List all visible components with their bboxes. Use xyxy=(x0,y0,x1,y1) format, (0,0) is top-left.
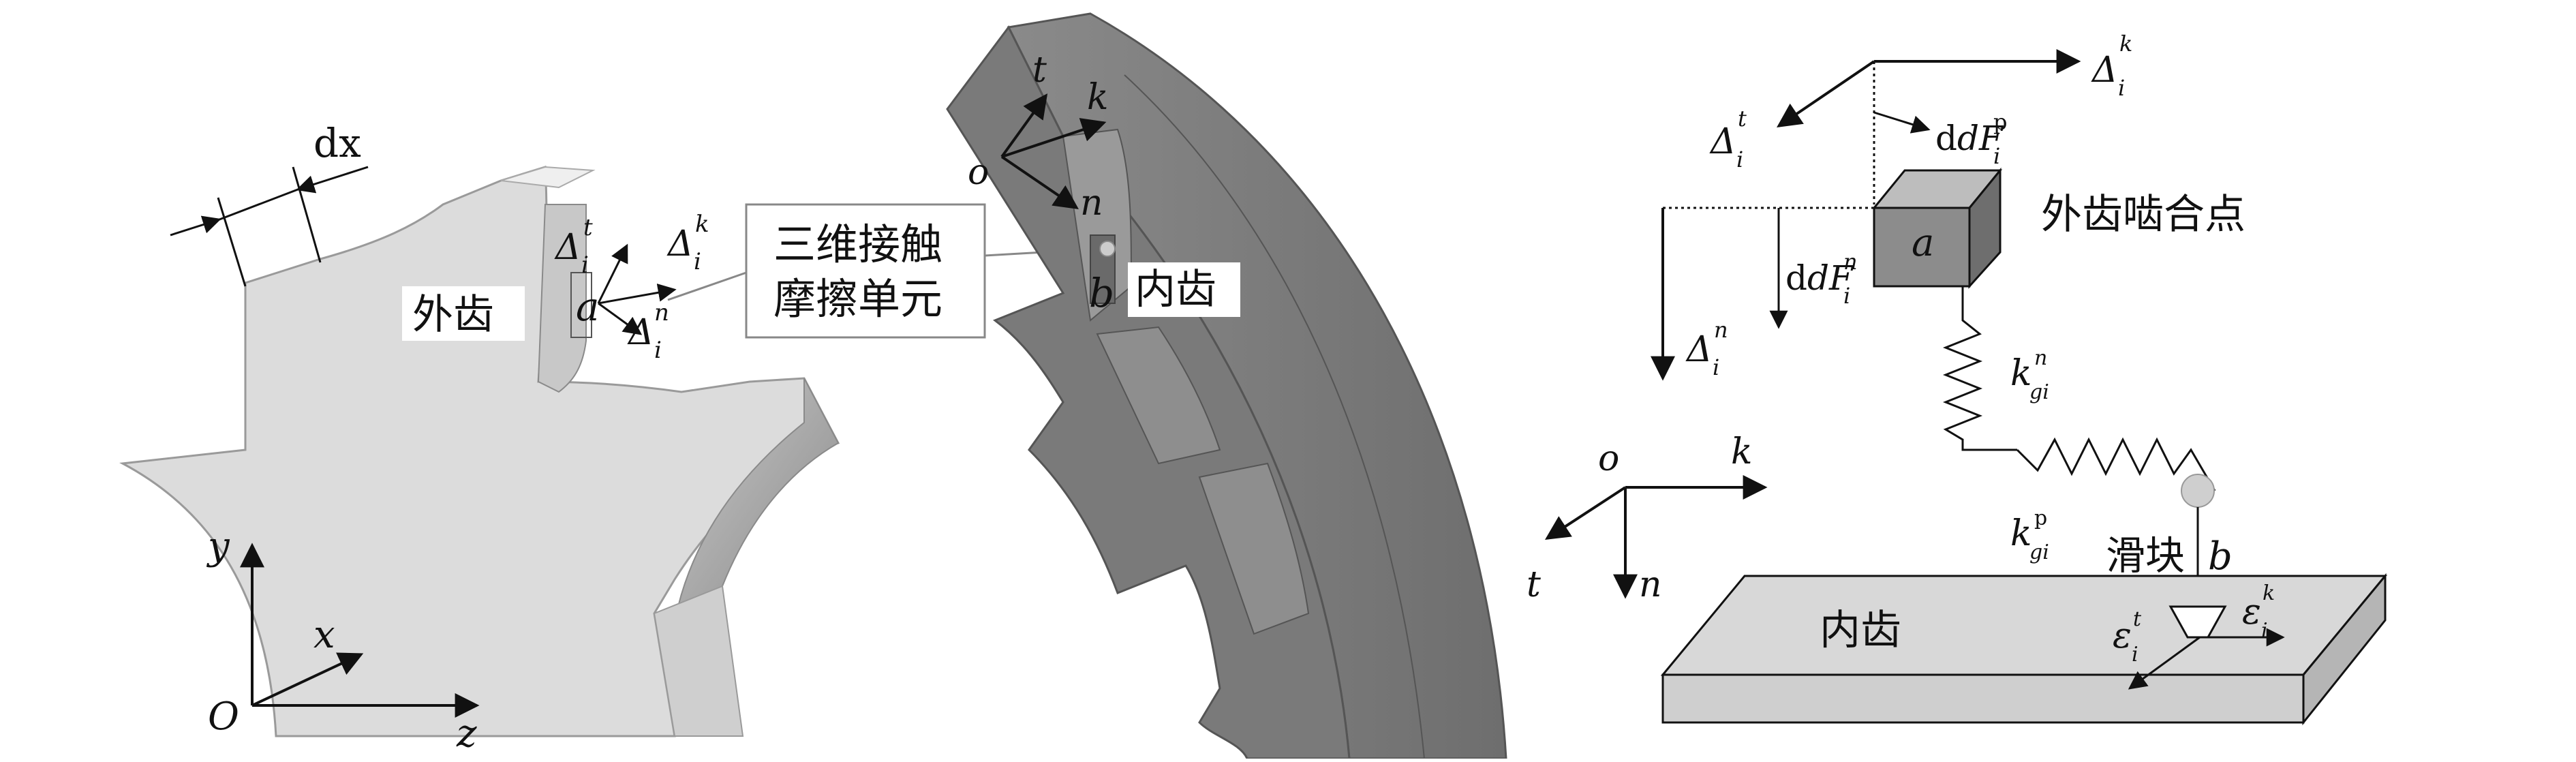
epsilon-k-sub: i xyxy=(2261,619,2268,643)
outer-gear-contact-strip xyxy=(537,204,587,393)
right-dF-n: ddF xyxy=(1785,258,1854,298)
left-point-a: a xyxy=(576,284,600,330)
right-delta-k-sub: i xyxy=(2118,75,2125,101)
outer-mesh-point-label: 外齿啮合点 xyxy=(2041,191,2245,239)
springs: k gi n k gi p 滑块 b xyxy=(1942,286,2233,607)
inner-gear-tooth-2 xyxy=(1096,326,1221,465)
right-dF-n-sup: n xyxy=(1843,249,1858,275)
right-dF-p: ddF xyxy=(1935,119,2004,158)
spring-n-k: k xyxy=(2010,353,2032,394)
global-axis-z: z xyxy=(456,712,477,756)
spring-n-sup: n xyxy=(2034,346,2047,370)
right-point-b: b xyxy=(2208,534,2233,579)
right-axis-t: t xyxy=(1527,564,1541,605)
right-axis-k: k xyxy=(1731,431,1753,472)
outer-gear xyxy=(119,166,840,737)
left-delta-t-sub: i xyxy=(581,252,589,279)
left-point-b: b xyxy=(1089,270,1114,316)
right-delta-n-sup: n xyxy=(1714,317,1728,343)
contact-element-line2: 摩擦单元 xyxy=(773,274,942,324)
contact-element-box: 三维接触 摩擦单元 xyxy=(745,203,986,339)
local-axis-o: o xyxy=(968,152,989,193)
inner-gear-contact-point xyxy=(1099,241,1116,257)
epsilon-t: ε xyxy=(2113,615,2132,656)
right-dF-p-sub: i xyxy=(1993,143,2000,169)
spring-p-k: k xyxy=(2010,513,2032,554)
right-delta-n: Δ xyxy=(1685,329,1713,370)
inner-gear-local-axes: o t k n xyxy=(968,50,1109,224)
svg-text:Δ: Δ xyxy=(554,227,581,268)
left-delta-k-sub: i xyxy=(694,248,701,275)
left-delta-vectors: Δ i t Δ i k Δ i n a xyxy=(554,211,709,364)
global-axis-y: y xyxy=(206,524,230,568)
slider-epsilon: ε i k ε i t xyxy=(2113,581,2285,690)
global-axis-origin: O xyxy=(208,695,239,739)
plate-label: 内齿 xyxy=(1820,607,1901,654)
spring-normal xyxy=(1942,286,2017,451)
right-delta-n-sub: i xyxy=(1713,354,1719,380)
spring-p-sub: gi xyxy=(2029,540,2049,564)
dx-label: dx xyxy=(313,120,361,166)
right-axis-n: n xyxy=(1639,564,1662,605)
inner-gear-plate: 内齿 xyxy=(1660,573,2388,726)
outer-gear-tooth-top xyxy=(500,166,596,189)
left-delta-k-sup: k xyxy=(695,211,709,238)
spring-p-sup: p xyxy=(2034,506,2047,530)
outer-gear-tooth-flank xyxy=(653,585,744,737)
right-delta-k: Δ xyxy=(2091,50,2118,91)
right-delta-arrows: Δ i k Δ i t ddF i p xyxy=(1709,31,2132,204)
epsilon-t-sub: i xyxy=(2132,643,2138,667)
left-delta-t: Δ xyxy=(554,227,581,268)
inner-gear-inner-line xyxy=(1124,74,1425,759)
inner-gear-tooth-3 xyxy=(1198,462,1310,635)
local-axis-n: n xyxy=(1080,183,1103,224)
epsilon-k-sup: k xyxy=(2263,581,2275,605)
slider-node xyxy=(2181,474,2215,508)
outer-gear-label: 外齿 xyxy=(412,291,494,339)
right-delta-t-sub: i xyxy=(1736,147,1743,172)
left-delta-k: Δ xyxy=(666,224,694,264)
left-delta-n-sup: n xyxy=(654,299,669,326)
spring-n-sub: gi xyxy=(2029,380,2049,404)
local-axis-t: t xyxy=(1032,50,1047,91)
right-delta-t-sup: t xyxy=(1738,106,1747,132)
right-normal-arrows: Δ i n ddF i n xyxy=(1651,207,1874,381)
right-delta-t: Δ xyxy=(1709,121,1736,162)
left-delta-t-sup: t xyxy=(583,214,593,241)
contact-element-line1: 三维接触 xyxy=(773,219,942,269)
connector-left xyxy=(667,271,747,301)
global-axes: O y x z xyxy=(206,524,480,756)
left-delta-n: Δ xyxy=(627,312,654,353)
dx-dimension: dx xyxy=(170,120,369,287)
epsilon-t-sup: t xyxy=(2133,607,2142,631)
right-local-axes: o k t n xyxy=(1527,431,1768,605)
right-delta-k-sup: k xyxy=(2119,31,2132,57)
outer-gear-contact-patch xyxy=(570,272,592,338)
left-delta-n-sub: i xyxy=(654,337,662,364)
inner-gear xyxy=(946,12,1507,760)
block-label-a: a xyxy=(1912,221,1934,265)
right-dF-p-sup: p xyxy=(1993,109,2007,135)
inner-gear-label: 内齿 xyxy=(1135,266,1216,314)
right-dF-n-sub: i xyxy=(1843,283,1850,309)
outer-gear-body xyxy=(119,166,840,737)
slider-label: 滑块 xyxy=(2106,532,2185,579)
spring-tangential xyxy=(2016,437,2216,491)
right-axis-o: o xyxy=(1598,438,1619,479)
global-axis-x: x xyxy=(313,613,335,657)
epsilon-k: ε xyxy=(2242,592,2261,633)
local-axis-k: k xyxy=(1087,77,1109,118)
mesh-point-block: a xyxy=(1871,167,2003,289)
